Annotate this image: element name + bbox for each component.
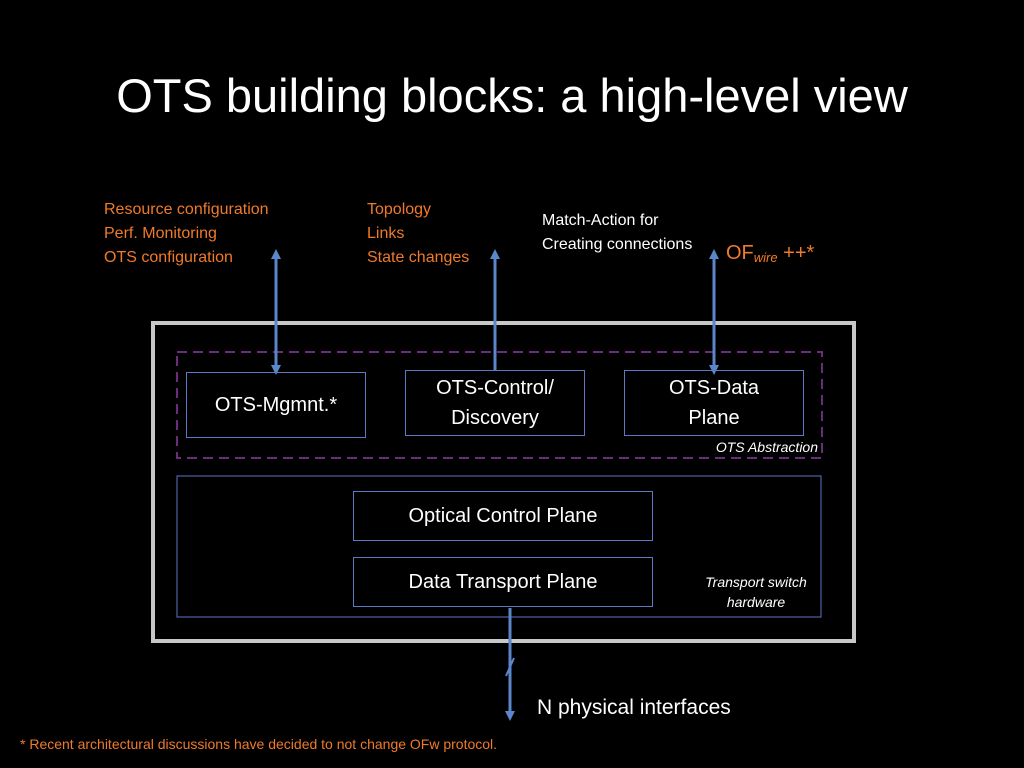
label-match-action: Match-Action for: [542, 212, 659, 229]
data-transport-plane-block: Data Transport Plane: [353, 557, 653, 607]
label-perf-monitoring: Perf. Monitoring: [104, 225, 217, 242]
ots-mgmt-label: OTS-Mgmnt.*: [214, 394, 338, 416]
optical-control-plane-label: Optical Control Plane: [408, 505, 598, 527]
abstraction-boundary: [176, 351, 823, 459]
ots-abstraction-label: OTS Abstraction: [715, 439, 818, 455]
hardware-boundary: [176, 475, 822, 618]
mgmt-labels: Resource configuration Perf. Monitoring …: [104, 198, 269, 270]
label-ots-configuration: OTS configuration: [104, 249, 233, 266]
ots-control-line1: OTS-Control/: [436, 377, 554, 399]
label-state-changes: State changes: [367, 249, 470, 266]
label-creating-connections: Creating connections: [542, 236, 693, 253]
label-resource-configuration: Resource configuration: [104, 201, 269, 218]
ots-control-line2: Discovery: [451, 407, 539, 429]
transport-switch-hardware-label: Transport switch hardware: [690, 572, 822, 612]
label-topology: Topology: [367, 201, 432, 218]
ots-data-line1: OTS-Data: [668, 377, 760, 399]
ots-data-plane-block: OTS-Data Plane: [624, 370, 804, 436]
of-suffix: ++*: [777, 242, 815, 264]
outer-container: [151, 321, 856, 643]
data-transport-plane-label: Data Transport Plane: [408, 571, 598, 593]
of-wire-label: OFwire ++*: [726, 242, 814, 265]
ots-mgmt-block: OTS-Mgmnt.*: [186, 372, 366, 438]
slide-title: OTS building blocks: a high-level view: [116, 69, 908, 122]
match-action-labels: Match-Action for Creating connections: [542, 209, 692, 257]
hw-line1: Transport switch: [705, 574, 807, 590]
footnote: * Recent architectural discussions have …: [20, 736, 498, 752]
of-prefix: OF: [726, 242, 754, 264]
ots-control-block: OTS-Control/ Discovery: [405, 370, 585, 436]
label-links: Links: [367, 225, 405, 242]
of-sub: wire: [753, 250, 778, 265]
physical-interfaces-label: N physical interfaces: [537, 696, 731, 719]
hw-line2: hardware: [726, 594, 786, 610]
optical-control-plane-block: Optical Control Plane: [353, 491, 653, 541]
physical-slash: [505, 657, 515, 677]
ots-data-line2: Plane: [688, 407, 740, 429]
topology-labels: Topology Links State changes: [367, 198, 469, 270]
